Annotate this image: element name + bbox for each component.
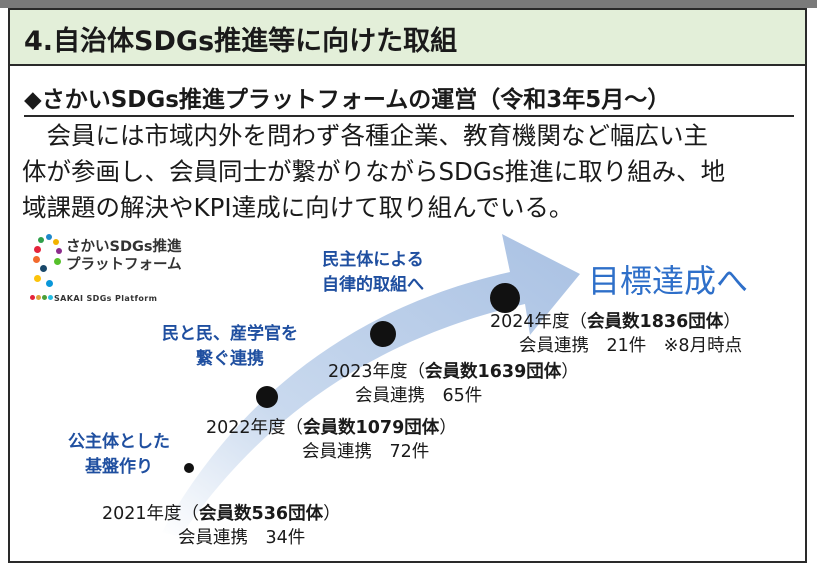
description-paragraph: 会員には市域内外を問わず各種企業、教育機関など幅広い主 体が参画し、会員同士が繋… [22,118,792,226]
logo-dot [34,275,41,282]
milestone-entry-2021: 2021年度（会員数536団体） 会員連携 34件 [102,504,341,548]
milestone-entry-2024: 2024年度（会員数1836団体） 会員連携 21件 ※8月時点 [490,312,743,356]
page-title: 4.自治体SDGs推進等に向けた取組 [24,26,458,57]
goal-text: 目標達成へ [588,262,749,300]
description-line-3: 域課題の解決やKPI達成に向けて取り組んでいる。 [22,193,574,222]
logo-line-1: さかいSDGs推進 [66,239,182,255]
logo-dot [40,265,47,272]
stage-label-1: 公主体とした 基盤作り [68,432,170,477]
slide-panel: 4.自治体SDGs推進等に向けた取組 ◆さかいSDGs推進プラットフォームの運営… [8,8,807,563]
milestone-dot-2021 [184,463,194,473]
logo-dot [56,248,62,254]
logo-dot [54,258,61,265]
top-strip [0,0,817,8]
logo-dot [42,295,47,300]
milestone-dot-2023 [370,321,396,347]
section-subheading: ◆さかいSDGs推進プラットフォームの運営（令和3年5月～） [24,80,794,117]
title-bar: 4.自治体SDGs推進等に向けた取組 [10,10,805,66]
description-line-2: 体が参画し、会員同士が繋がりながらSDGs推進に取り組み、地 [22,157,726,186]
logo-dot [48,295,53,300]
logo-dot [34,246,41,253]
logo-dot [53,239,59,245]
arrow-shape [162,234,580,537]
logo-line-2: プラットフォーム [66,257,182,273]
description-line-1: 会員には市域内外を問わず各種企業、教育機関など幅広い主 [22,121,708,150]
sakai-sdgs-platform-logo: さかいSDGs推進 プラットフォーム SAKAI SDGs Platform [28,234,182,305]
logo-dot [46,234,52,240]
logo-dot [33,256,40,263]
progress-arrow-graphic [162,234,580,537]
milestone-dot-2024 [490,283,520,313]
logo-dot [46,280,53,287]
logo-dot [36,295,41,300]
logo-dot [30,295,35,300]
milestone-dot-2022 [256,386,278,408]
milestone-entry-2023: 2023年度（会員数1639団体） 会員連携 65件 [328,362,579,406]
logo-english-text: SAKAI SDGs Platform [54,294,158,303]
stage-label-3: 民主体による 自律的取組へ [322,250,424,295]
logo-dot [38,237,44,243]
stage-label-2: 民と民、産学官を 繋ぐ連携 [162,324,298,369]
milestone-entry-2022: 2022年度（会員数1079団体） 会員連携 72件 [206,418,457,462]
logo-wordmark: さかいSDGs推進 プラットフォーム [66,238,182,274]
